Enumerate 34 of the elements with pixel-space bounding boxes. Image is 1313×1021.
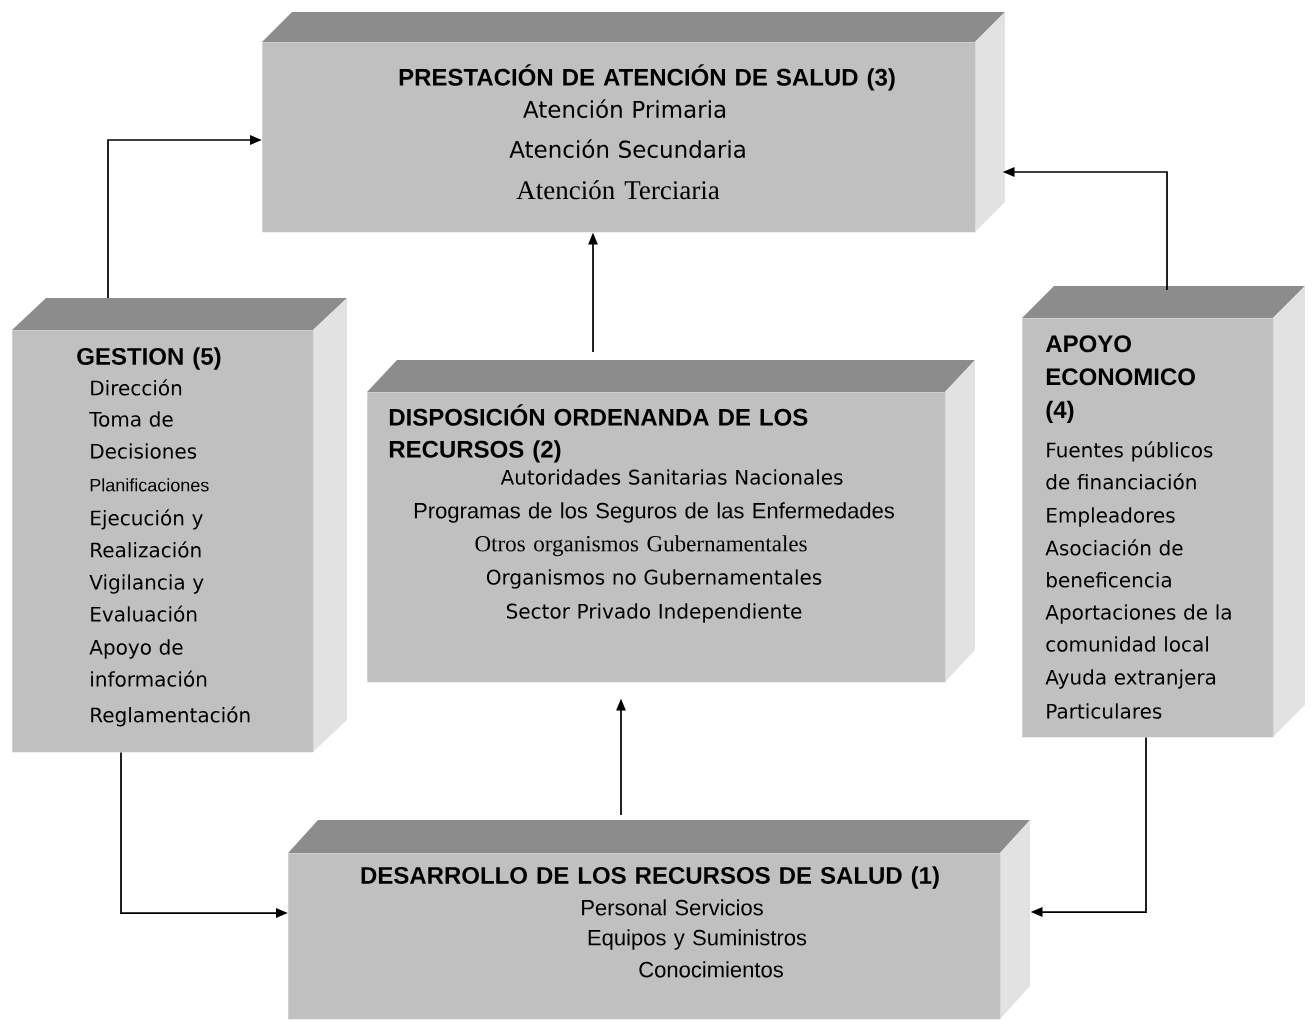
list-item: Otros organismos Gubernamentales (475, 535, 807, 557)
list-item: Atención Secundaria (509, 139, 745, 158)
list-item: Asociación de beneficencia (1045, 539, 1183, 588)
list-item: Fuentes públicos de financiación (1046, 441, 1213, 490)
list-item: Aportaciones de la comunidad local (1045, 604, 1231, 652)
list-item: Conocimientos (639, 961, 783, 978)
list-item: Reglamentación (91, 706, 250, 727)
heading: APOYO ECONOMICO (4) (1045, 335, 1195, 423)
list-item: Autoridades Sanitarias Nacionales (500, 469, 843, 485)
list-item: Particulares (1047, 703, 1162, 719)
box-3d (262, 12, 1005, 233)
box-3d (367, 360, 975, 683)
list-item: Atención Primaria (523, 99, 726, 118)
list-item: Ayuda extranjera (1045, 669, 1216, 689)
list-item: Equipos y Suministros (588, 929, 807, 950)
list-item: Ejecución y Realización (91, 509, 203, 558)
heading: DESARROLLO DE LOS RECURSOS DE SALUD (1) (361, 866, 939, 889)
box-3d (288, 820, 1030, 1020)
list-item: Vigilancia y Evaluación (89, 574, 204, 622)
list-item: Apoyo de información (89, 639, 207, 687)
list-item: Personal Servicios (582, 899, 763, 916)
heading: DISPOSICIÓN ORDENANDA DE LOS RECURSOS (2) (389, 404, 808, 463)
box-3d (12, 298, 347, 753)
list-item: Programas de los Seguros de las Enfermedades (414, 502, 894, 523)
list-item: Sector Privado Independiente (506, 603, 802, 623)
heading: GESTION (5) (77, 347, 221, 370)
list-item: Planificaciones (90, 478, 209, 492)
list-item: Atención Terciaria (516, 180, 720, 200)
list-item: Organismos no Gubernamentales (486, 569, 822, 589)
heading: PRESTACIÓN DE ATENCIÓN DE SALUD (3) (399, 64, 895, 91)
list-item: Empleadores (1047, 507, 1175, 527)
list-item: Toma de Decisiones (89, 411, 197, 459)
list-item: Dirección (91, 379, 182, 396)
box-3d (1022, 286, 1305, 738)
